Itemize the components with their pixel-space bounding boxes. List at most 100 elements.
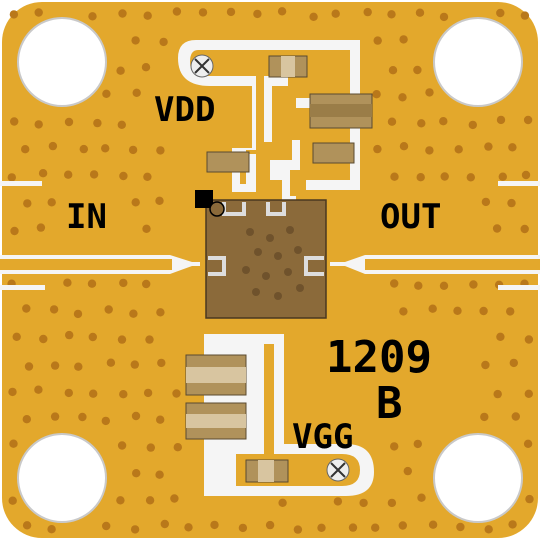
via-dot [331, 9, 340, 18]
via-dot [524, 389, 533, 398]
via-dot [170, 494, 179, 503]
via-dot [507, 198, 516, 208]
via-dot [131, 411, 141, 421]
label-part-number: 1209 [326, 332, 432, 383]
via-dot [373, 144, 382, 154]
via-dot [22, 521, 32, 530]
label-in: IN [66, 197, 107, 237]
via-dot [509, 358, 518, 368]
via-dot [387, 117, 397, 126]
label-revision: B [376, 378, 403, 429]
via-dot [34, 385, 43, 394]
via-dot [523, 439, 533, 448]
rf-traces [0, 259, 540, 270]
mounting-holes [17, 17, 523, 523]
via-dot [155, 196, 164, 205]
via-dot [22, 304, 31, 313]
via-dot [119, 171, 128, 181]
via-dot [428, 520, 438, 529]
chip-via-dot [274, 292, 282, 300]
via-dot [456, 522, 465, 532]
via-dot [24, 362, 34, 371]
via-dot [10, 226, 19, 236]
via-dot [50, 412, 60, 421]
via-dot [36, 223, 46, 232]
via-dot [496, 332, 505, 341]
via-dot [118, 9, 127, 18]
via-dot [141, 62, 151, 72]
via-dot [508, 143, 517, 152]
via-dot [511, 412, 520, 421]
via-dot [198, 8, 208, 17]
via-dot [89, 389, 98, 398]
vdd-pad-cross-icon [194, 58, 210, 74]
via-dot [439, 117, 448, 126]
vdd-bias-network [178, 40, 373, 200]
via-dot [210, 520, 219, 530]
chip-via-dot [286, 226, 294, 234]
via-dot [130, 360, 139, 369]
via-dot [417, 493, 426, 502]
chip-via-dot [266, 234, 274, 242]
via-dot [9, 439, 18, 448]
via-dot [398, 93, 407, 102]
via-dot [399, 35, 408, 44]
via-dot [64, 388, 74, 398]
chip-via-dot [262, 272, 270, 280]
via-dot [156, 415, 165, 424]
via-dot [10, 117, 19, 126]
via-dot [39, 334, 48, 344]
via-dot [439, 12, 449, 22]
via-dot [414, 281, 423, 290]
via-dot [469, 280, 478, 289]
via-dot [145, 335, 154, 344]
via-dot [88, 332, 98, 342]
mounting-hole-top-left [17, 17, 107, 107]
via-dot [399, 307, 408, 316]
via-dot [265, 520, 275, 530]
via-dot [117, 335, 127, 344]
via-dot [277, 7, 287, 16]
via-dot [104, 305, 113, 314]
via-dot [415, 8, 425, 17]
via-dot [359, 498, 368, 508]
via-dot [521, 170, 531, 180]
via-dot [373, 36, 382, 45]
via-dot [50, 361, 60, 370]
via-dot [496, 115, 506, 125]
via-dot [156, 308, 165, 317]
via-dot [143, 11, 152, 20]
via-dot [317, 523, 326, 532]
via-dot [131, 36, 140, 45]
via-dot [371, 523, 380, 532]
via-dot [142, 279, 151, 289]
via-dot [520, 224, 529, 234]
via-dot [417, 119, 426, 128]
via-dot [145, 496, 155, 505]
via-dot [34, 8, 43, 17]
via-dot [155, 470, 164, 479]
via-dot [7, 173, 16, 182]
via-dot [88, 12, 97, 21]
via-dot [525, 494, 534, 504]
via-dot [398, 521, 407, 530]
via-dot [22, 415, 31, 424]
chip-via-dot [246, 228, 254, 236]
via-dot [47, 198, 56, 207]
via-dot [131, 198, 140, 207]
via-dot [101, 416, 111, 426]
vgg-bias-network [185, 334, 374, 496]
via-dot [372, 90, 381, 99]
via-dot [278, 498, 287, 507]
via-dot [63, 170, 73, 179]
via-dot [74, 362, 83, 371]
via-dot [143, 388, 153, 398]
via-dot [506, 307, 515, 316]
via-dot [117, 441, 127, 450]
via-dot [388, 66, 398, 75]
via-dot [142, 224, 151, 233]
via-dot [481, 360, 490, 370]
via-dot [293, 525, 303, 534]
mounting-hole-top-right [433, 17, 523, 107]
mounting-hole-bottom-left [17, 433, 107, 523]
